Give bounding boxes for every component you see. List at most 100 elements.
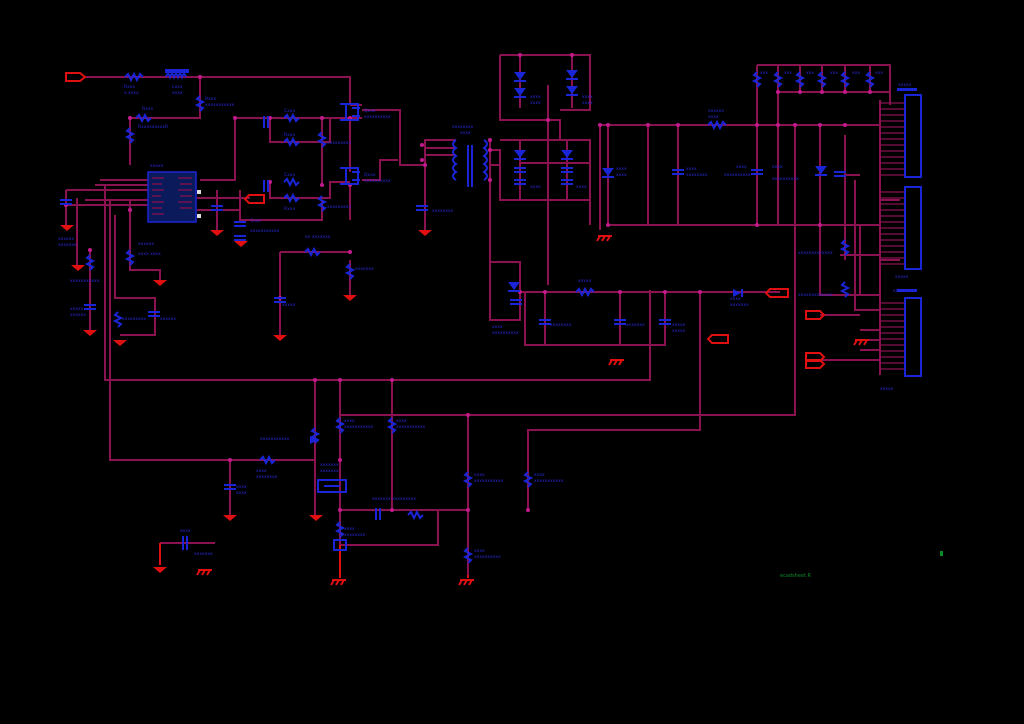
svg-text:xxxxxxxxxxx: xxxxxxxxxxx [474,479,504,484]
svg-text:xxxxxxxxxx: xxxxxxxxxx [492,331,519,336]
resistor-icon [84,71,876,564]
chassis-ground-icon [196,235,869,586]
svg-text:xxxxxxxxxxx: xxxxxxxxxxx [250,229,280,234]
svg-text:Rxxx: Rxxx [142,106,153,112]
connector-pins [880,102,905,370]
svg-text:xxxx: xxxx [530,101,541,106]
svg-text:Rxxx: Rxxx [205,96,216,102]
inductor-icon [165,69,189,81]
ic-chip-icon [147,171,201,223]
svg-text:xxx: xxx [875,71,883,76]
svg-text:xxxxxxxxxxx: xxxxxxxxxxx [396,425,426,430]
svg-text:xxxxxxxxxxx: xxxxxxxxxxx [260,437,290,442]
svg-text:xxxx: xxxx [730,297,741,302]
svg-text:xxxx: xxxx [772,165,783,170]
svg-text:xx xxxxxxx: xx xxxxxxx [305,235,331,240]
svg-text:Qxxx: Qxxx [364,108,376,114]
svg-text:xxxx: xxxx [460,131,471,136]
svg-text:xxxxxxxxxxx: xxxxxxxxxxx [205,103,235,108]
svg-text:xxxxx: xxxxx [893,289,907,294]
svg-text:xxxxxx: xxxxxx [138,242,154,247]
svg-text:xxxx: xxxx [530,95,541,100]
wires [65,54,900,575]
svg-text:Rxxx: Rxxx [124,84,135,90]
svg-text:xxxx xxxx: xxxx xxxx [138,252,161,257]
connector-icon [897,88,922,377]
svg-text:xxxxxxx: xxxxxxx [320,463,339,468]
svg-text:x.xxxx: x.xxxx [124,91,139,96]
diode-icon [310,70,827,444]
svg-text:xxxx: xxxx [686,167,697,172]
svg-text:Qxxx: Qxxx [364,172,376,178]
svg-text:xxxx: xxxx [576,185,587,190]
svg-text:xxxxx: xxxxx [150,164,164,169]
svg-text:RxxxxxxxxxR: RxxxxxxxxxR [138,124,168,130]
svg-text:xxx: xxx [830,71,838,76]
svg-text:xxxxxxxxxxxxx: xxxxxxxxxxxxx [798,251,833,256]
svg-text:xxx: xxx [760,71,768,76]
ground-icon [60,225,432,573]
svg-text:xxxxx: xxxxx [672,329,686,334]
svg-text:xxxx: xxxx [256,469,267,474]
svg-text:xxxxxxxxxx: xxxxxxxxxx [364,115,391,120]
svg-text:xxxx: xxxx [236,491,247,496]
svg-text:xxxxxx: xxxxxx [708,109,724,114]
svg-text:xxxx: xxxx [582,95,593,100]
footer-note: ecadsheet.R [780,573,812,579]
svg-text:Rxxx: Rxxx [284,206,295,212]
svg-text:xxxxxxxx: xxxxxxxx [686,173,708,178]
svg-text:xxxx: xxxx [180,529,191,534]
svg-text:xxxxxx: xxxxxx [58,237,74,242]
svg-text:xxxxx: xxxxx [578,279,592,284]
svg-text:xxxxxxxxxxx: xxxxxxxxxxx [70,279,100,284]
svg-text:xxxx: xxxx [344,419,355,424]
svg-text:xxxx: xxxx [474,473,485,478]
svg-text:xxxxxxxxxx: xxxxxxxxxx [364,179,391,184]
svg-text:xxxxxx: xxxxxx [160,317,176,322]
svg-text:xxxxxxxx: xxxxxxxx [550,323,572,328]
svg-text:xxx: xxx [784,71,792,76]
svg-text:xxxxxxxxxxx: xxxxxxxxxxx [534,479,564,484]
svg-text:xxxxxxx xxxxxxxxx: xxxxxxx xxxxxxxxx [372,497,416,502]
svg-text:Cxxx: Cxxx [284,172,295,178]
svg-text:xxxx: xxxx [616,167,627,172]
svg-text:xxxxxxxxxxx: xxxxxxxxxxx [344,425,374,430]
svg-text:xxxx: xxxx [582,101,593,106]
svg-text:xxxx: xxxx [474,549,485,554]
svg-text:xxxxxxxx: xxxxxxxx [256,475,278,480]
capacitor-icon [60,116,846,550]
svg-text:xxxx: xxxx [708,115,719,120]
svg-text:xxxxxxxxx: xxxxxxxxx [327,205,351,210]
svg-text:xxx: xxx [806,71,814,76]
output-port-icon [243,194,826,369]
svg-text:xxxx: xxxx [736,165,747,170]
svg-text:xxxx: xxxx [534,473,545,478]
svg-text:Cxxx: Cxxx [284,108,295,114]
svg-text:xxxxxxx: xxxxxxx [320,469,339,474]
svg-text:xxxxx: xxxxx [880,387,894,392]
svg-text:Cxxx: Cxxx [250,218,261,224]
svg-text:xxxx: xxxx [530,185,541,190]
svg-text:xxxx: xxxx [344,527,355,532]
svg-text:xxxx: xxxx [616,173,627,178]
input-port-icon [65,72,87,82]
svg-text:xxxxxxx: xxxxxxx [730,303,749,308]
svg-text:xxxxxxxx: xxxxxxxx [452,125,474,130]
svg-text:xxxxxxx: xxxxxxx [58,243,77,248]
svg-text:Lxxx: Lxxx [172,84,183,90]
svg-text:xxxxxx: xxxxxx [70,313,86,318]
svg-text:xxxxx: xxxxx [282,303,296,308]
svg-text:xxxxxxxxxx: xxxxxxxxxx [772,177,799,182]
svg-text:xxxxxxxxxx: xxxxxxxxxx [724,173,751,178]
svg-text:xxxx: xxxx [492,325,503,330]
svg-text:xxxxxxx: xxxxxxx [626,323,645,328]
svg-text:xxxxx: xxxxx [70,307,84,312]
svg-text:xxxxxxxxx: xxxxxxxxx [122,317,146,322]
svg-text:xxxx: xxxx [396,419,407,424]
svg-text:xxxx: xxxx [172,91,183,96]
marker-icon [940,551,943,556]
svg-text:xxxxx: xxxxx [898,83,912,88]
svg-text:xxxxxxxx: xxxxxxxx [432,209,454,214]
